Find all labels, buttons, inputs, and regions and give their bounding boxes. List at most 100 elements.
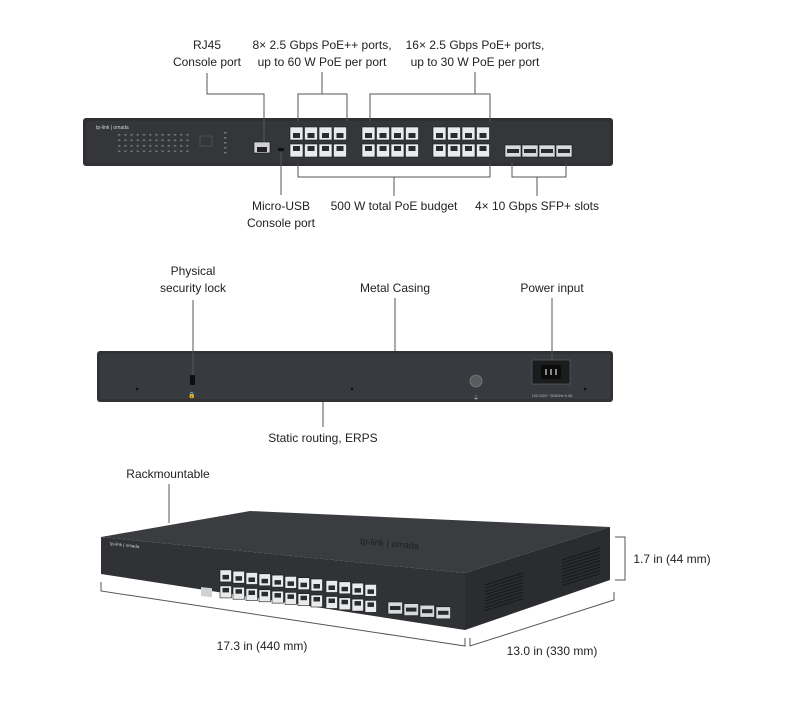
callout-line: up to 60 W PoE per port <box>257 55 387 69</box>
leader-poe-p-bracket <box>369 93 491 121</box>
status-led <box>161 145 164 147</box>
status-led <box>167 134 170 136</box>
sfp-slot-group <box>504 144 573 158</box>
power-rating-label: 100-240V~ 50/60Hz 6.0A <box>532 394 573 398</box>
status-led <box>180 134 183 136</box>
front-view: tp-link | omada <box>83 72 613 196</box>
vent-slit <box>484 594 524 608</box>
status-led <box>118 139 121 142</box>
rear-leader-lines <box>192 298 553 427</box>
rj45-port-opening-3d <box>313 597 320 602</box>
callout-line: Rackmountable <box>126 467 210 481</box>
status-led <box>186 150 189 153</box>
sfp-slot-opening <box>524 149 536 153</box>
status-led <box>155 139 158 142</box>
rj45-port-opening <box>293 146 300 151</box>
rj45-port-opening-3d <box>328 585 335 590</box>
rear-panel-face <box>100 354 610 399</box>
callout-line: 16× 2.5 Gbps PoE+ ports, <box>405 38 545 52</box>
sfp-slot-opening-3d <box>390 606 401 610</box>
front-brand-logo-3d: tp-link | omada <box>110 541 140 549</box>
callout-security-lock: Physical security lock <box>148 263 238 297</box>
vent-slit <box>484 591 524 605</box>
rj45-port-opening-3d <box>354 601 361 606</box>
callout-rj45-console: RJ45 Console port <box>160 37 254 71</box>
rj45-port-opening <box>436 133 443 138</box>
rj45-port-opening <box>336 146 344 151</box>
status-led <box>186 145 189 147</box>
rj45-port-opening <box>322 146 329 151</box>
status-led <box>136 139 139 142</box>
rj45-port-opening-3d <box>287 581 294 586</box>
status-led <box>136 145 139 147</box>
status-led <box>161 150 164 153</box>
screw-hole <box>583 387 587 391</box>
status-led <box>155 134 158 136</box>
rj45-port-opening <box>394 146 401 151</box>
status-led <box>142 150 146 153</box>
callout-line: Micro-USB <box>251 199 310 213</box>
vent-slit <box>561 563 601 577</box>
callout-line: 500 W total PoE budget <box>330 199 458 213</box>
status-led <box>161 139 164 142</box>
rj45-port-opening <box>479 133 487 138</box>
front-brand-logo: tp-link | omada <box>96 125 129 131</box>
system-led <box>224 137 227 139</box>
status-led <box>142 134 146 136</box>
dimension-width <box>100 582 466 647</box>
status-led <box>136 150 139 153</box>
status-led <box>118 134 121 136</box>
vent-slit <box>561 560 601 574</box>
vent-slit <box>561 569 601 583</box>
status-led <box>173 139 177 142</box>
sfp-slot-opening-3d <box>438 610 449 615</box>
callout-power-input: Power input <box>502 280 602 297</box>
callout-line: Metal Casing <box>359 281 431 295</box>
status-led <box>118 150 121 153</box>
callout-poe-pp-ports: 8× 2.5 Gbps PoE++ ports, up to 60 W PoE … <box>247 37 397 71</box>
callout-line: Static routing, ERPS <box>268 431 378 445</box>
front-leader-lines <box>206 72 567 196</box>
vent-slit <box>484 572 524 586</box>
rj45-port-opening <box>365 133 372 138</box>
lock-icon: 🔒 <box>188 391 195 399</box>
micro-usb-port <box>278 148 284 151</box>
leader-rj45-console <box>206 73 265 142</box>
vent-slit <box>561 553 601 567</box>
callout-poe-budget: 500 W total PoE budget <box>326 198 462 215</box>
rj45-port-opening <box>450 133 458 138</box>
perspective-view: tp-link | omada tp-link | omada <box>100 484 626 647</box>
screw-hole <box>350 387 354 391</box>
rj45-port-opening <box>394 133 401 138</box>
device-top-surface <box>101 511 610 573</box>
rj45-port-opening <box>408 146 416 151</box>
rj45-port-grid-3d <box>219 569 377 613</box>
status-led <box>173 134 177 136</box>
status-led <box>142 145 146 147</box>
callout-height: 1.7 in (44 mm) <box>632 551 712 568</box>
rj45-port-opening <box>479 146 487 151</box>
system-led <box>224 132 227 134</box>
rj45-console-opening <box>257 147 267 152</box>
system-led <box>224 152 227 154</box>
side-vents <box>484 547 601 612</box>
status-led <box>149 134 152 136</box>
status-led <box>180 145 183 147</box>
callout-rackmountable: Rackmountable <box>118 466 218 483</box>
rj45-port-opening-3d <box>248 590 255 595</box>
callout-sfp-slots: 4× 10 Gbps SFP+ slots <box>470 198 604 215</box>
rj45-port-opening <box>436 146 443 151</box>
rj45-port-opening-3d <box>328 598 335 603</box>
rj45-port-opening <box>465 146 472 151</box>
vent-slit <box>561 573 601 587</box>
status-led <box>130 150 133 153</box>
rj45-port-opening <box>322 133 329 138</box>
status-led <box>180 139 183 142</box>
callout-line: 17.3 in (440 mm) <box>216 639 308 653</box>
callout-line: 1.7 in (44 mm) <box>633 552 711 566</box>
rj45-port-opening-3d <box>287 594 294 599</box>
callout-line: Console port <box>172 55 242 69</box>
callout-line: 4× 10 Gbps SFP+ slots <box>474 199 600 213</box>
status-led <box>155 145 158 147</box>
